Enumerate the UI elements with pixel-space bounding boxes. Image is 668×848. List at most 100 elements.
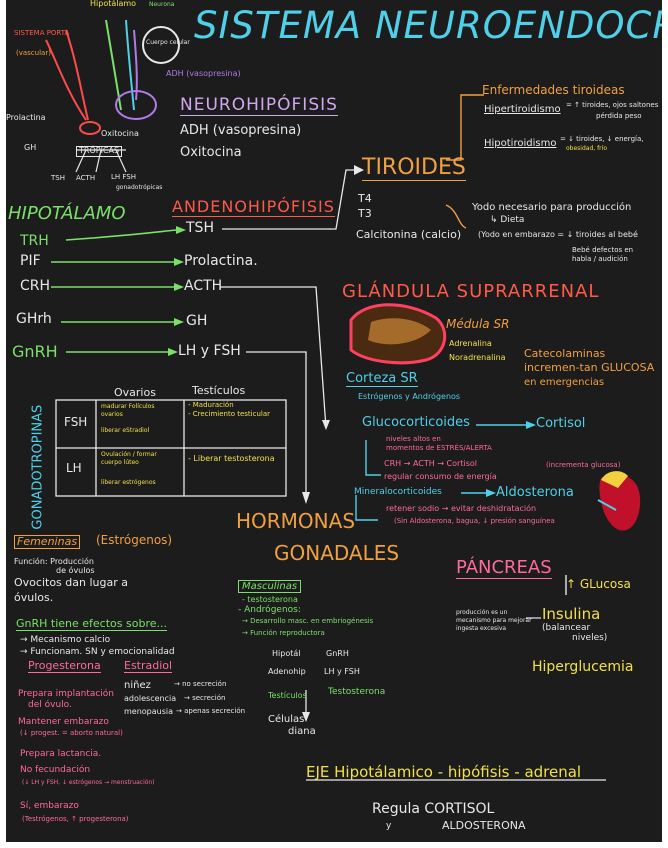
secrecion: → secreción [184, 694, 226, 702]
lh-fsh-small-label: LH FSH [111, 173, 136, 181]
corteza-title: Corteza SR [346, 371, 418, 388]
connector-lines [45, 19, 641, 781]
niveles-line1: niveles altos en [386, 435, 441, 443]
prepara-implantacion-1: Prepara implantación [18, 689, 115, 699]
gonadales-title-2: GONADALES [274, 541, 400, 565]
gonadales-title-1: HORMONAS [236, 509, 356, 533]
adenohipofisis-title: ANDENOHIPÓFISIS [172, 197, 335, 217]
tiroides-t4: T4 [358, 192, 372, 205]
fsh-testiculos-1: - Maduración [188, 401, 234, 409]
eje-y: y [386, 821, 392, 831]
tiroides-t3: T3 [358, 207, 372, 220]
noradrenalina-item: Noradrenalina [449, 353, 506, 362]
adrenalina-item: Adrenalina [449, 339, 492, 348]
funcionam-sn: → Funcionam. SN y emocionalidad [20, 647, 175, 657]
balancear-label: (balancear [542, 623, 591, 633]
gnrh-efectos: GnRH tiene efectos sobre... [16, 617, 167, 632]
row-lh: LH [66, 461, 82, 475]
hipotiroidismo-desc2: obesidad, frío [566, 145, 607, 152]
retener-sodio: retener sodio → evitar deshidratación [386, 504, 537, 513]
eje-aldosterona: ALDOSTERONA [442, 819, 526, 832]
tropicas-label: TRÓPICAS [76, 146, 123, 157]
eje-gnrh: GnRH [326, 649, 349, 658]
hipotalamo-title: HIPOTÁLAMO [8, 203, 126, 224]
eje-hipotal: Hipotál [272, 649, 301, 658]
femeninas-estrogenos: (Estrógenos) [96, 533, 173, 547]
prepara-lactancia: Prepara lactancia. [20, 749, 102, 759]
masculinas-androgenos: - Andrógenos: [238, 605, 301, 615]
masculinas-title: Masculinas [238, 580, 302, 593]
neurohipofisis-item-adh: ADH (vasopresina) [180, 123, 302, 138]
lh-ovarios-3: liberar estrógenos [101, 479, 156, 486]
col-testiculos: Testículos [192, 384, 246, 397]
incrementa-glucosa: (incrementa glucosa) [546, 461, 621, 469]
masculinas-testosterona: - testosterona [242, 595, 298, 604]
mecanismo-calcio: → Mecanismo calcio [20, 635, 111, 645]
gonadotropicas-small-label: gonadotrópicas [116, 184, 163, 191]
hiperglucemia-label: Hiperglucemia [532, 659, 634, 675]
prepara-implantacion-2: del óvulo. [28, 700, 72, 710]
gh-small-label: GH [24, 143, 37, 152]
mineralocorticoides-label: Mineralocorticoides [354, 487, 442, 497]
hormone-ghrh: GHrh [16, 311, 52, 327]
neurohipofisis-item-oxitocina: Oxitocina [180, 145, 242, 160]
hormone-gnrh: GnRH [12, 342, 58, 361]
prolactina-small-label: Prolactina [6, 113, 46, 122]
si-embarazo-2: (Testrógenos, ↑ progesterona) [22, 815, 129, 823]
cortisol-label: Cortisol [536, 416, 586, 431]
si-embarazo: Sí, embarazo [20, 801, 79, 811]
cuerpo-celular-label: Cuerpo celular [146, 39, 190, 46]
lh-testiculos-1: - Liberar testosterona [188, 454, 275, 463]
aldosterona-label: Aldosterona [496, 485, 574, 500]
target-lh-fsh: LH y FSH [178, 343, 241, 359]
enfermedades-title: Enfermedades tiroideas [482, 83, 625, 97]
glucosa-label: ↑ GLucosa [566, 577, 631, 591]
progesterona-title: Progesterona [28, 659, 101, 674]
fsh-ovarios-3: liberar eStradiol [101, 427, 150, 434]
hipotiroidismo-label: Hipotiroidismo [484, 138, 557, 149]
funcion-line1: Función: Producción [14, 557, 94, 566]
yodo-text: Yodo necesario para producción [472, 202, 632, 213]
fsh-ovarios-1: madurar Folículos [101, 403, 155, 410]
insulina-label: Insulina [542, 605, 601, 623]
crh-chain: CRH → ACTH → Cortisol [384, 459, 477, 468]
masculinas-desarrollo: → Desarrollo masc. en embriogénesis [242, 617, 374, 625]
eje-testosterona: Testosterona [328, 687, 386, 697]
target-tsh: TSH [186, 220, 214, 236]
eje-adenohip: Adenohip [268, 667, 306, 676]
row-fsh: FSH [64, 415, 88, 429]
bebe-text: Bebé defectos en [572, 246, 634, 254]
produccion-line1: producción es un [456, 609, 508, 616]
catecolaminas-line2: incremen-tan GLUCOSA [524, 361, 655, 374]
niveles-label: niveles) [572, 633, 608, 643]
ninez-label: niñez [124, 680, 151, 691]
acth-small-label: ACTH [76, 174, 96, 182]
sistema-porta-sub: (vascular) [16, 49, 51, 57]
neurona-label: Neurona [149, 1, 175, 8]
funcion-line2: de óvulos [56, 566, 95, 575]
hipertiroidismo-desc: = ↑ tiroides, ojos saltones [566, 101, 659, 109]
estradiol-title: Estradiol [124, 659, 173, 674]
femeninas-title: Femeninas [14, 535, 81, 550]
estrogenos-androgenos: Estrógenos y Andrógenos [358, 392, 461, 401]
produccion-line3: ingesta excesiva [456, 625, 507, 632]
fsh-testiculos-2: - Crecimiento testicular [188, 410, 271, 418]
hipertiroidismo-label: Hipertiroidismo [484, 104, 561, 115]
adh-small-label: ADH (vasopresina) [166, 69, 241, 78]
embarazo-text: (Yodo en embarazo = ↓ tiroides al bebé [478, 230, 638, 239]
hipotiroidismo-desc: = ↓ tiroides, ↓ energía, [560, 135, 644, 143]
target-acth: ACTH [184, 278, 223, 294]
fsh-ovarios-2: ovarios [101, 411, 123, 418]
medula-title: Médula SR [446, 317, 510, 331]
hormone-trh: TRH [20, 233, 49, 249]
masculinas-funcion: → Función reproductora [242, 629, 325, 637]
eje-testiculos: Testículos [268, 691, 307, 700]
hipotalamo-small-label: Hipotálamo [90, 0, 137, 8]
hormone-crh: CRH [20, 278, 51, 294]
eje-regula: Regula CORTISOL [372, 801, 495, 817]
diana-label: diana [288, 726, 316, 737]
mantener-embarazo-1: Mantener embarazo [18, 717, 109, 727]
hormone-pif: PIF [20, 253, 41, 269]
regular-energia: regular consumo de energía [384, 472, 497, 481]
suprarrenal-title: GLÁNDULA SUPRARRENAL [342, 281, 600, 302]
